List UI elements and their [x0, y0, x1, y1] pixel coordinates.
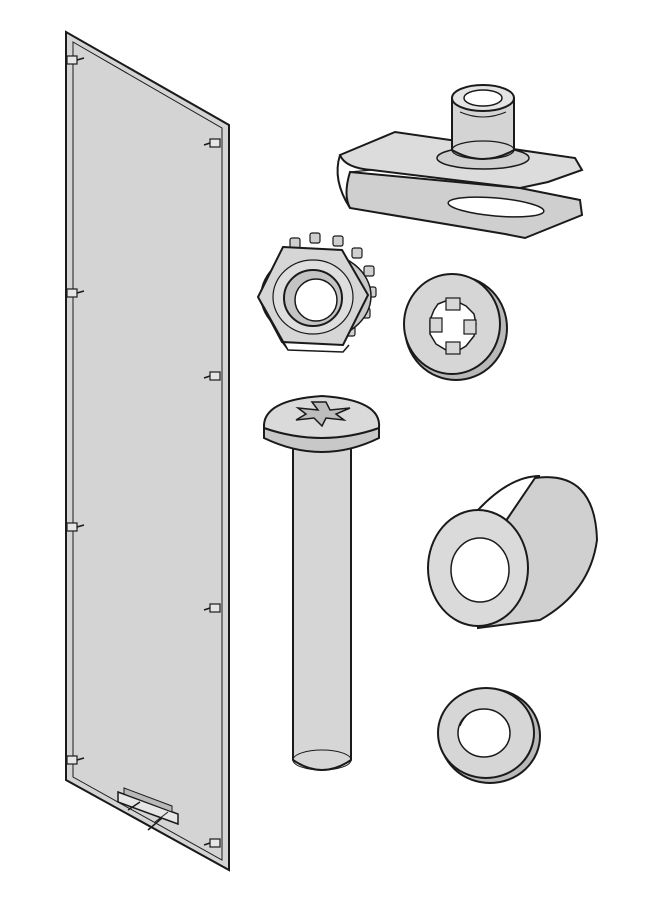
pan-head-screw — [262, 394, 381, 771]
panel-stud-right-1 — [203, 138, 221, 148]
phillips-recess-icon — [295, 401, 351, 428]
panel-stud-left-3 — [66, 522, 85, 532]
panel-stud-right-4 — [203, 838, 221, 848]
panel-stud-right-2 — [203, 371, 221, 381]
panel-stud-left-2 — [66, 288, 85, 298]
hex-nut-with-lock-washer — [256, 232, 377, 353]
screw-shank — [292, 447, 352, 771]
side-panel — [65, 30, 230, 872]
panel-stud-left-1 — [66, 55, 85, 65]
flat-washer — [437, 687, 541, 784]
panel-stud-left-4 — [66, 755, 85, 765]
panel-bottom-bracket — [117, 787, 179, 831]
clip-nut — [336, 84, 584, 240]
spacer-sleeve — [427, 475, 599, 630]
panel-inner-edge — [72, 41, 223, 861]
panel-stud-right-3 — [203, 603, 221, 613]
lock-washer — [403, 273, 508, 381]
panel-face — [65, 30, 230, 872]
